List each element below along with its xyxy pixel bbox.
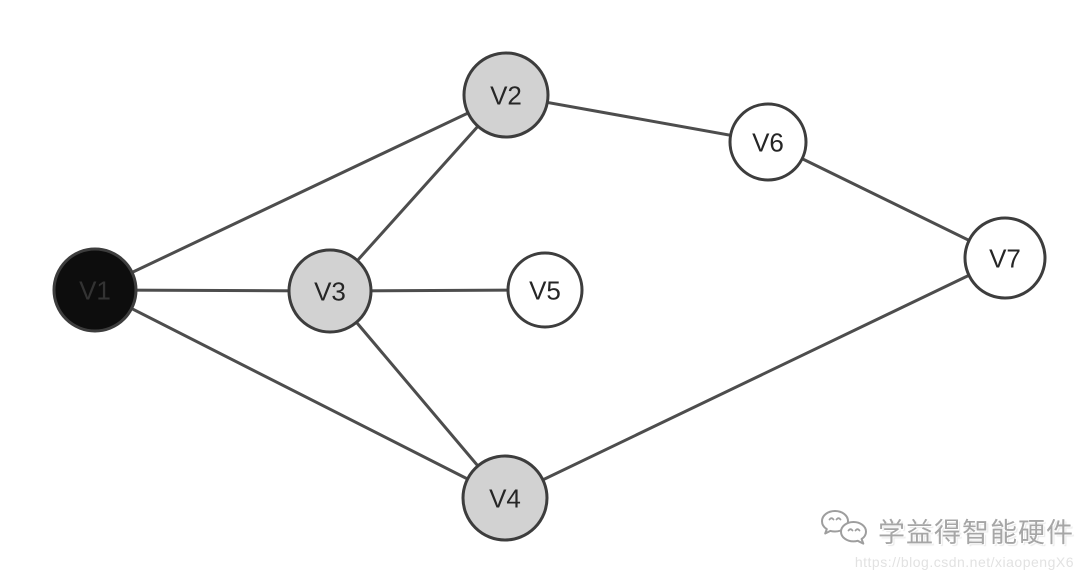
node-v7: V7 [963, 216, 1047, 300]
watermark-brand-text: 学益得智能硬件 [878, 517, 1074, 548]
node-v2: V2 [462, 51, 550, 139]
node-circle-v3 [287, 248, 373, 334]
edge-v2-v3 [328, 93, 508, 293]
node-v4: V4 [461, 454, 549, 542]
watermark-url: https://blog.csdn.net/xiaopengX6 [854, 554, 1074, 570]
watermark: 学益得智能硬件 https://blog.csdn.net/xiaopengX6 [820, 509, 1074, 570]
edge-v2-v6 [504, 93, 770, 144]
edge-v6-v7 [766, 140, 1007, 260]
node-v5: V5 [506, 251, 584, 329]
node-v3: V3 [287, 248, 373, 334]
node-circle-v1 [52, 247, 138, 333]
node-v6: V6 [728, 102, 808, 182]
node-circle-v6 [728, 102, 808, 182]
edge-v4-v7 [503, 256, 1007, 500]
node-v1: V1 [52, 247, 138, 333]
node-circle-v7 [963, 216, 1047, 300]
edge-v3-v4 [328, 289, 507, 500]
node-circle-v2 [462, 51, 550, 139]
node-circle-v5 [506, 251, 584, 329]
edge-v1-v4 [93, 288, 507, 500]
edge-v1-v2 [93, 93, 508, 292]
wechat-icon [820, 509, 870, 551]
node-circle-v4 [461, 454, 549, 542]
